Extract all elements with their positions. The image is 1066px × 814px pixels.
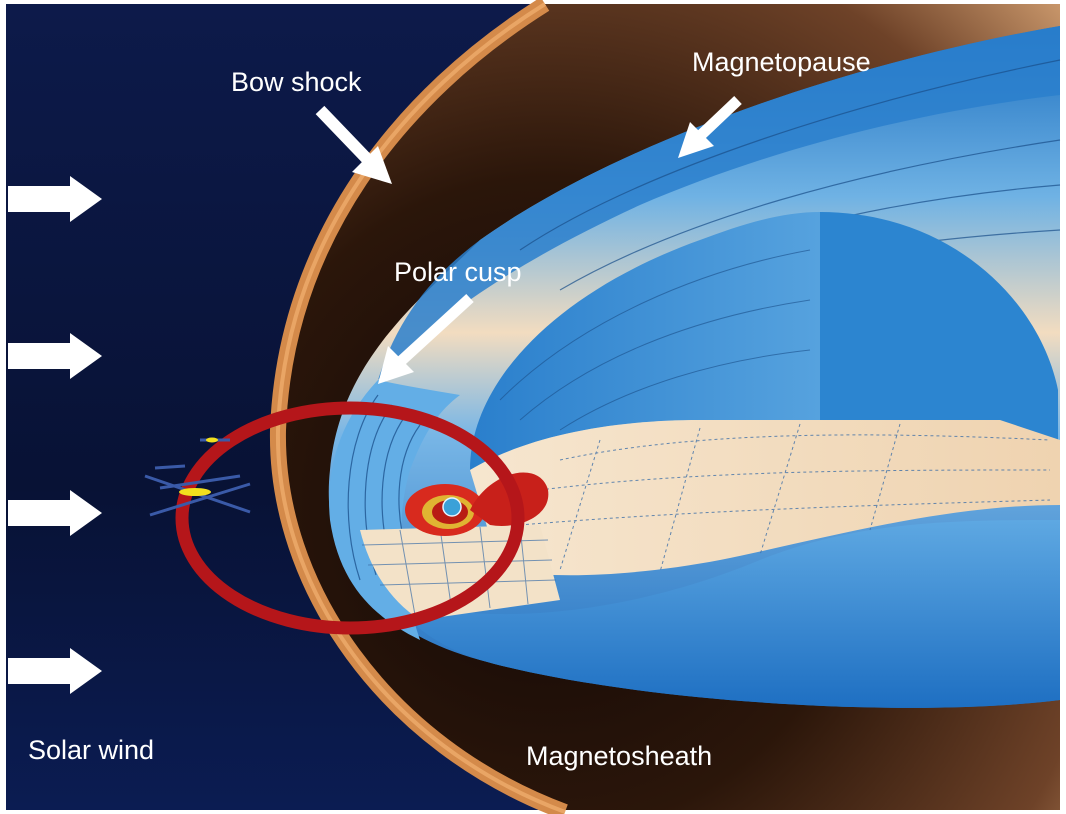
magnetosheath-label: Magnetosheath [526, 741, 712, 771]
polar-cusp-label: Polar cusp [394, 257, 522, 287]
solar-wind-label: Solar wind [28, 735, 154, 765]
earth [443, 498, 461, 516]
magnetopause-label: Magnetopause [692, 47, 871, 77]
bow-shock-label: Bow shock [231, 67, 362, 97]
